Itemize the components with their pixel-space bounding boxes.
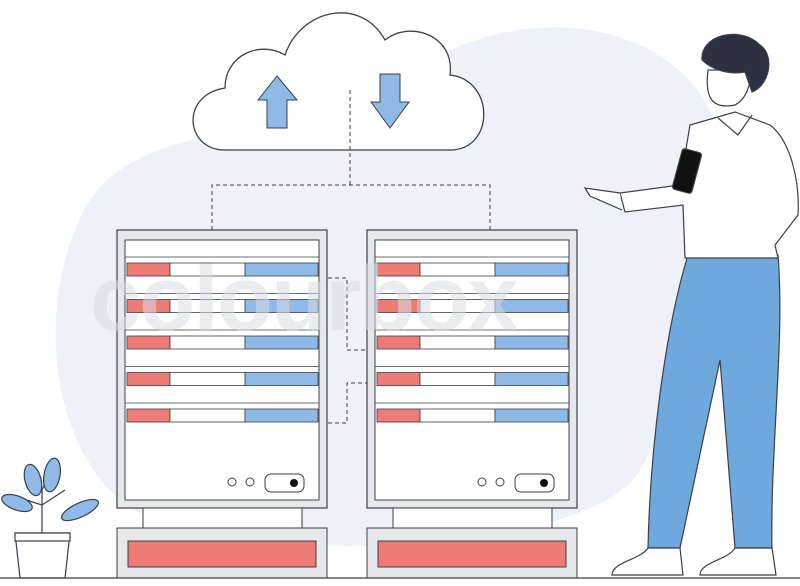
drive-white xyxy=(419,372,496,386)
server-pillar xyxy=(392,507,553,529)
plant-icon xyxy=(0,457,800,579)
power-switch xyxy=(264,473,305,493)
hand xyxy=(583,187,623,211)
shirt xyxy=(619,111,799,259)
server-base-bar xyxy=(127,540,317,568)
hair xyxy=(701,33,770,93)
drive-red xyxy=(376,372,421,386)
drive-blue xyxy=(244,335,319,350)
indicator-light xyxy=(477,477,487,487)
drive-blue xyxy=(494,262,569,277)
drive-blue xyxy=(244,299,319,313)
watermark: colourbox xyxy=(90,248,519,350)
server-pillar xyxy=(142,507,303,529)
download-arrow-icon xyxy=(370,73,410,129)
server-base-bar xyxy=(377,540,567,568)
server-right xyxy=(366,229,578,579)
drive-blue xyxy=(244,408,319,423)
indicator-light xyxy=(495,477,505,487)
indicator-light xyxy=(245,477,255,487)
upload-arrow-icon xyxy=(256,75,299,129)
drive-white xyxy=(419,408,496,423)
server-panel xyxy=(124,239,320,501)
drive-white xyxy=(169,408,246,423)
head xyxy=(706,69,751,107)
drive-blue xyxy=(494,372,569,386)
drive-blue xyxy=(494,299,569,313)
server-panel xyxy=(374,239,570,501)
power-switch-knob xyxy=(540,479,548,487)
server-left xyxy=(116,229,328,579)
person xyxy=(583,33,799,576)
shoe-left xyxy=(611,547,684,576)
network-connectors xyxy=(211,90,491,424)
phone-icon xyxy=(671,148,703,194)
pants xyxy=(647,254,781,549)
drive-white xyxy=(169,372,246,386)
drive-blue xyxy=(494,408,569,423)
drive-blue xyxy=(244,372,319,386)
drive-red xyxy=(376,408,421,423)
drive-red xyxy=(126,372,171,386)
drive-blue xyxy=(244,262,319,277)
power-switch xyxy=(514,473,555,493)
indicator-light xyxy=(227,477,237,487)
drive-red xyxy=(126,408,171,423)
drive-blue xyxy=(494,335,569,350)
power-switch-knob xyxy=(290,479,298,487)
shoe-right xyxy=(699,547,777,576)
cloud-icon xyxy=(192,12,485,151)
